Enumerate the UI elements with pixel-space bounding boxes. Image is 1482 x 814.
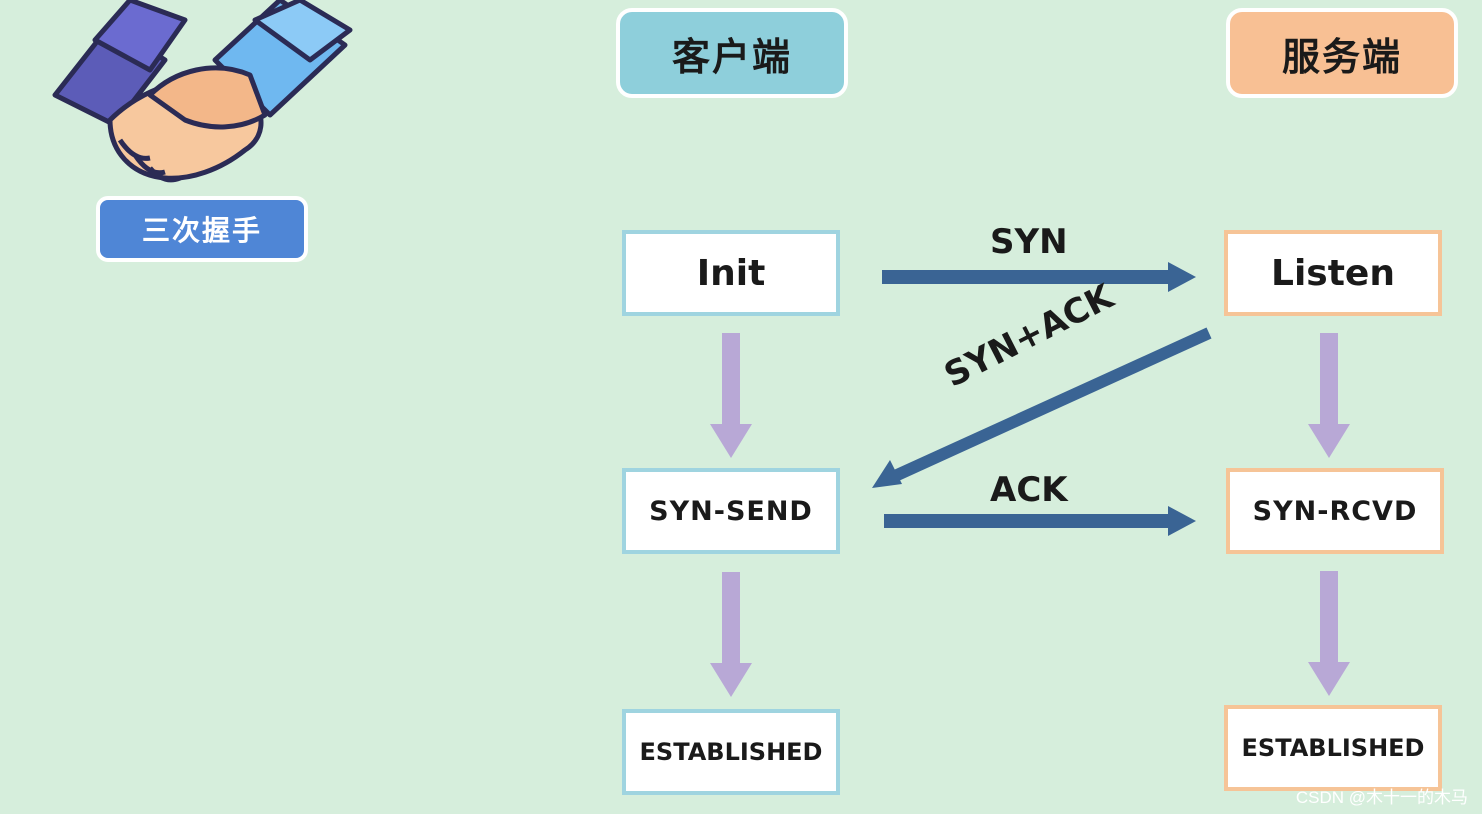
state-syn-rcvd: SYN-RCVD bbox=[1226, 468, 1444, 554]
client-transition-arrow-2 bbox=[722, 572, 740, 667]
state-syn-send: SYN-SEND bbox=[622, 468, 840, 554]
client-header: 客户端 bbox=[616, 8, 848, 98]
ack-arrow bbox=[884, 514, 1172, 528]
state-server-established: ESTABLISHED bbox=[1224, 705, 1442, 791]
ack-label: ACK bbox=[990, 470, 1068, 510]
three-way-handshake-badge: 三次握手 bbox=[96, 196, 308, 262]
client-transition-arrow-1 bbox=[722, 333, 740, 428]
syn-arrow bbox=[882, 270, 1172, 284]
syn-ack-arrow bbox=[892, 327, 1212, 482]
state-client-established: ESTABLISHED bbox=[622, 709, 840, 795]
syn-label: SYN bbox=[990, 222, 1068, 262]
state-init: Init bbox=[622, 230, 840, 316]
server-header: 服务端 bbox=[1226, 8, 1458, 98]
watermark: CSDN @木十一的木马 bbox=[1295, 788, 1468, 807]
server-transition-arrow-1 bbox=[1320, 333, 1338, 428]
state-listen: Listen bbox=[1224, 230, 1442, 316]
server-transition-arrow-2 bbox=[1320, 571, 1338, 666]
